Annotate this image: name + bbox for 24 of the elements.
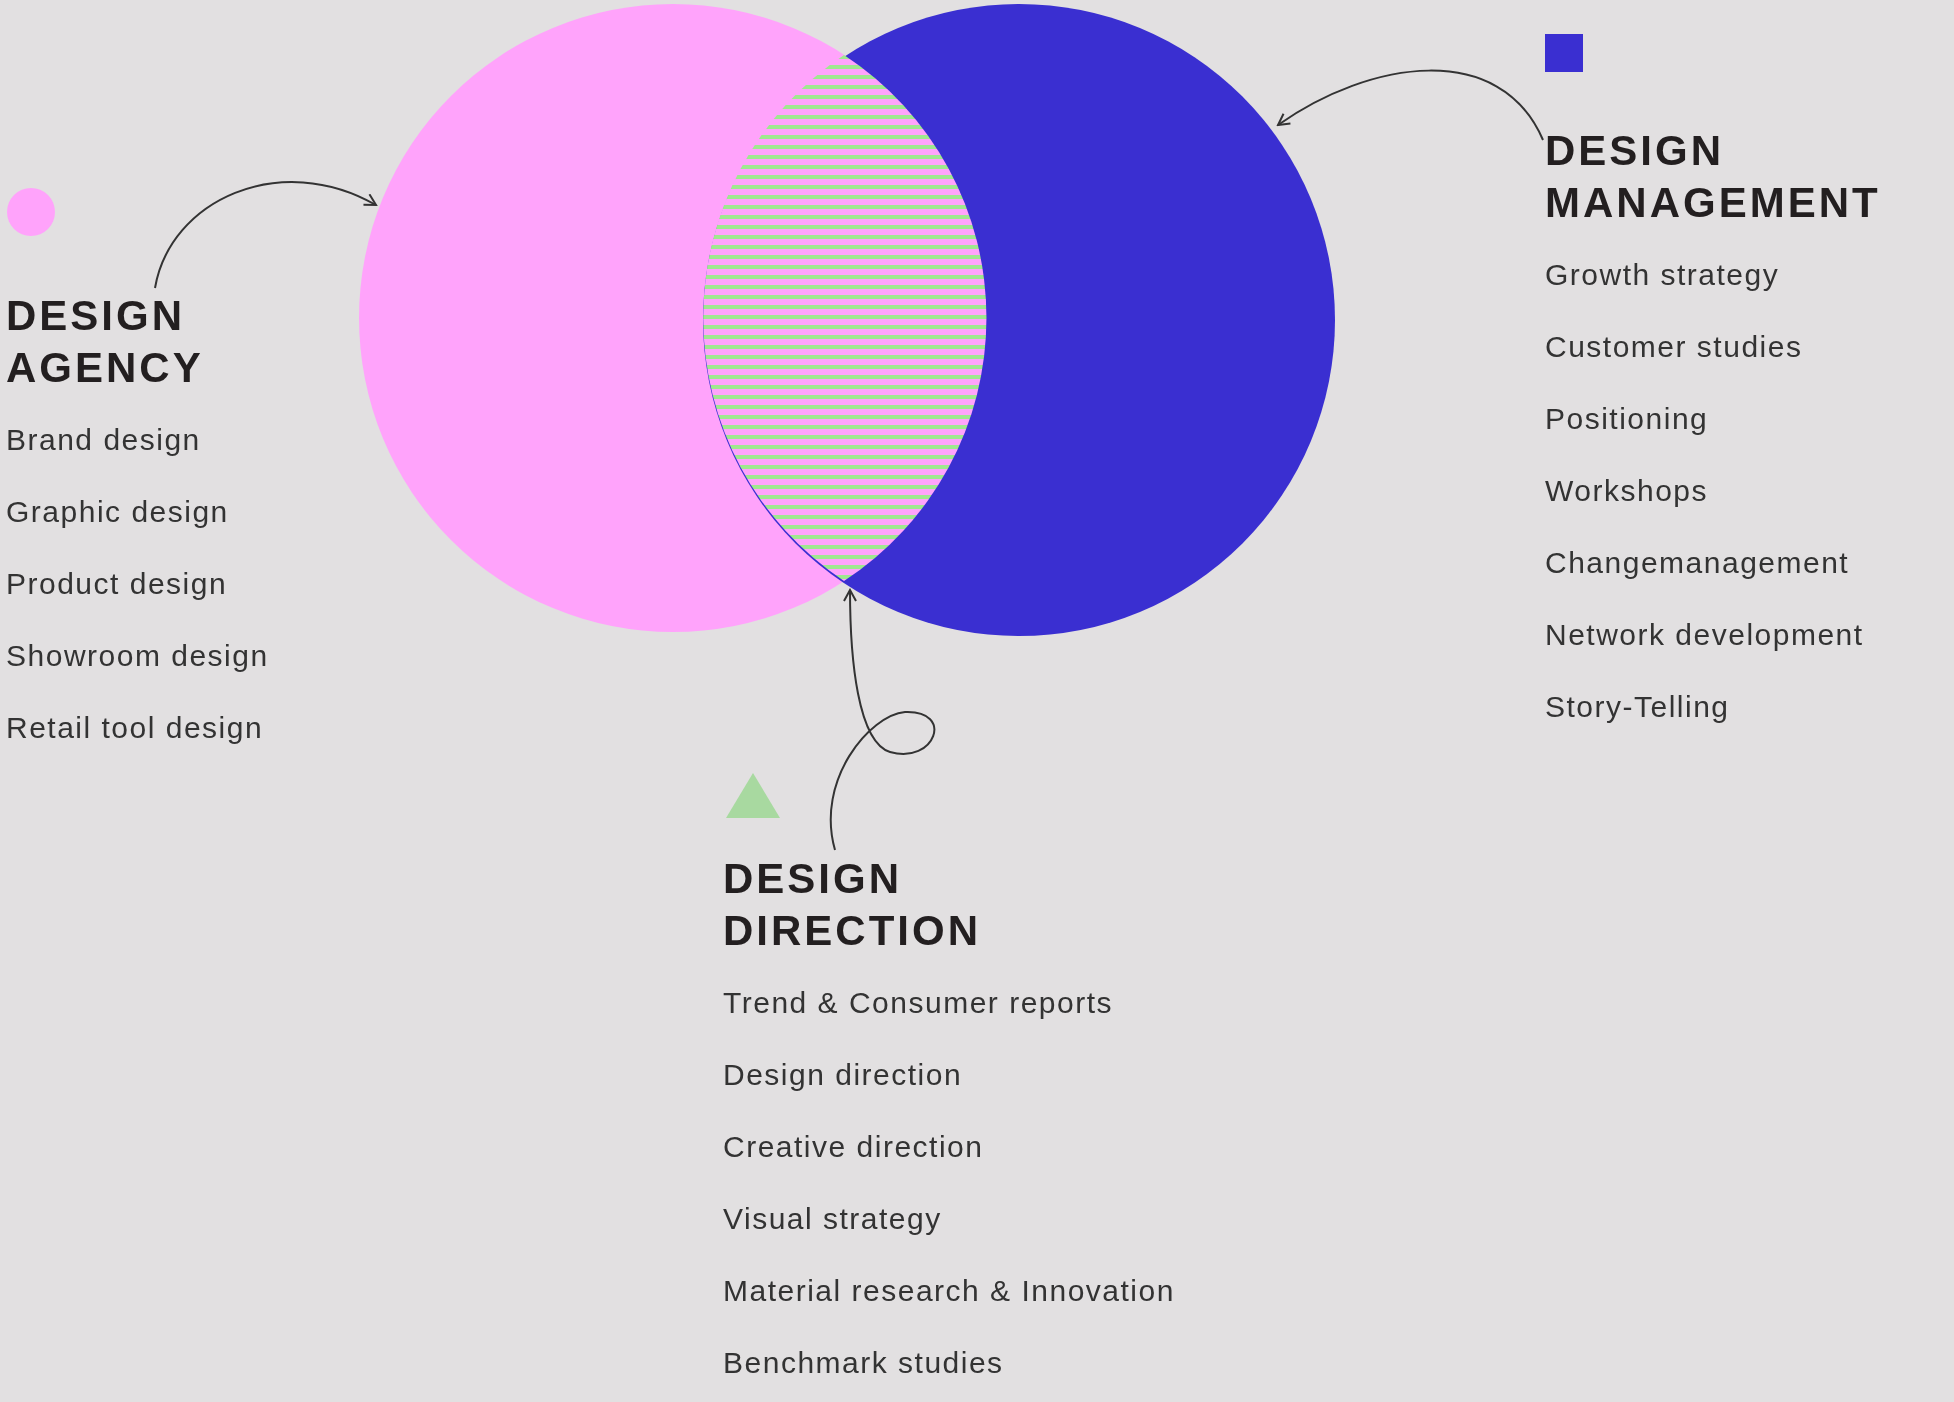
- list-item: Brand design: [6, 422, 201, 458]
- list-item: Positioning: [1545, 401, 1709, 437]
- list-item: Workshops: [1545, 473, 1708, 509]
- list-item: Growth strategy: [1545, 257, 1780, 293]
- heading: DESIGN AGENCY: [6, 291, 205, 393]
- list-item: Product design: [6, 566, 228, 602]
- heading: DESIGN MANAGEMENT: [1545, 126, 1882, 228]
- heading: DESIGN DIRECTION: [723, 854, 982, 956]
- list-item: Benchmark studies: [723, 1345, 1004, 1381]
- list-item: Design direction: [723, 1057, 963, 1093]
- list-item: Story-Telling: [1545, 689, 1730, 725]
- list-item: Network development: [1545, 617, 1864, 653]
- curved-arrow: [829, 589, 936, 851]
- list-item: Graphic design: [6, 494, 229, 530]
- list-item: Showroom design: [6, 638, 269, 674]
- list-item: Material research & Innovation: [723, 1273, 1175, 1309]
- list-item: Trend & Consumer reports: [723, 985, 1114, 1021]
- list-item: Changemanagement: [1545, 545, 1850, 581]
- list-item: Creative direction: [723, 1129, 984, 1165]
- list-item: Retail tool design: [6, 710, 264, 746]
- list-item: Customer studies: [1545, 329, 1803, 365]
- list-item: Visual strategy: [723, 1201, 942, 1237]
- curved-arrow: [1277, 69, 1544, 141]
- curved-arrow: [154, 181, 377, 289]
